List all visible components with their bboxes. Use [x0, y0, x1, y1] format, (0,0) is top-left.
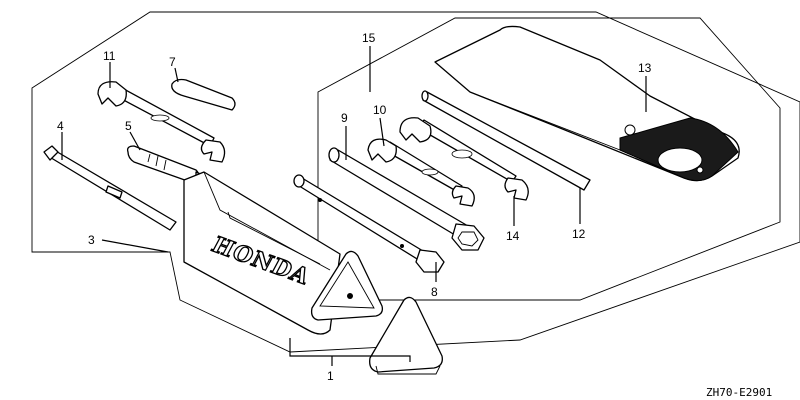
callout-14: 14 [506, 229, 520, 243]
callout-5: 5 [125, 119, 132, 133]
callout-1: 1 [327, 369, 334, 383]
tool-case-1: HONDA [183, 171, 443, 375]
wrench-14 [399, 117, 529, 201]
handle-bar-10 [421, 90, 591, 191]
callout-15: 15 [362, 31, 376, 45]
callout-3: 3 [88, 233, 95, 247]
callout-12: 11 [103, 49, 116, 63]
tool-bag-13 [434, 25, 740, 182]
callout-4: 4 [57, 119, 64, 133]
callout-labels: 11 7 5 4 3 15 10 9 13 12 14 8 1 [57, 31, 652, 383]
callout-13: 13 [638, 61, 652, 75]
plug-wrench-8 [293, 174, 445, 273]
callout-9: 9 [341, 111, 348, 125]
kit-group-outline [31, 11, 800, 353]
box-wrench-9 [328, 147, 485, 251]
wrench-11 [367, 138, 475, 207]
leader-lines [61, 46, 647, 366]
callout-11: 10 [373, 103, 387, 117]
diagram-code: ZH70-E2901 [706, 386, 772, 399]
callout-10: 12 [572, 227, 586, 241]
screwdriver-shaft-4 [43, 145, 177, 231]
callout-7: 7 [169, 55, 176, 69]
callout-8: 8 [431, 285, 438, 299]
grip-7 [171, 78, 236, 111]
wrench-12 [97, 81, 226, 163]
